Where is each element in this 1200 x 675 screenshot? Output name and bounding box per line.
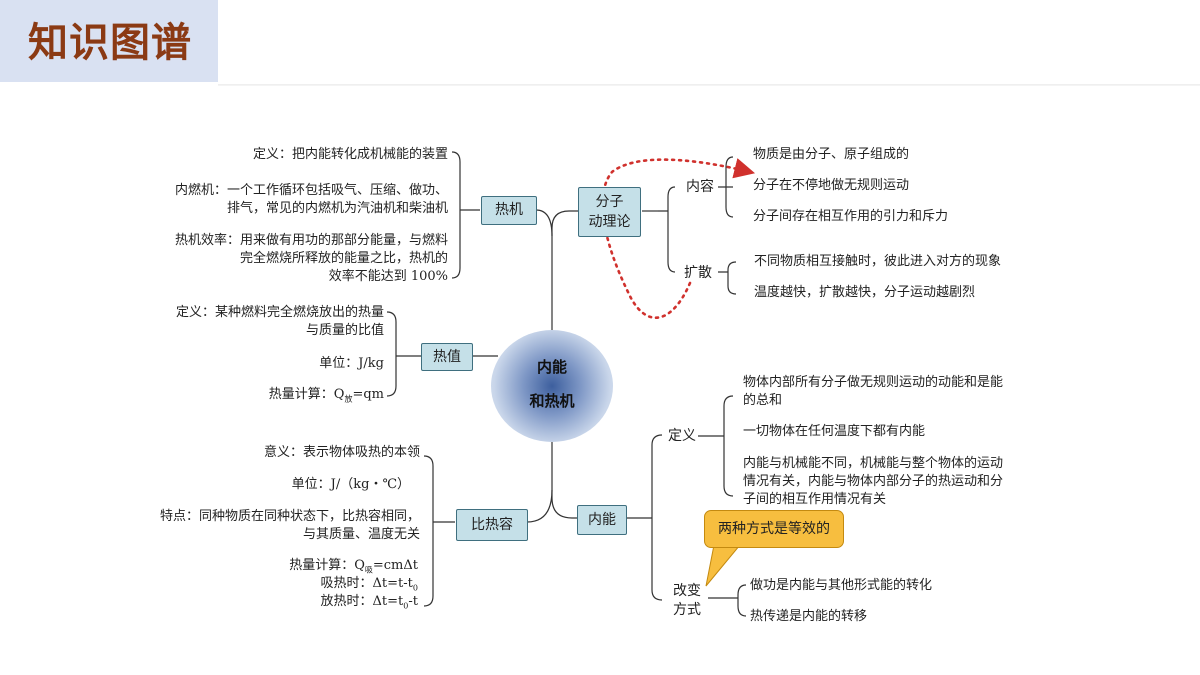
rezhi-unit: 单位：J/kg	[319, 356, 384, 371]
fenzi-content-item: 分子在不停地做无规则运动	[753, 178, 910, 193]
rejiji-efficiency-line3: 效率不能达到 100%	[328, 269, 448, 284]
brace-neirong	[718, 156, 734, 218]
dotted-arrow	[601, 158, 756, 320]
rejiji-engine-line1: 内燃机：一个工作循环包括吸气、压缩、做功、	[174, 183, 448, 198]
birerong-absorb: 吸热时：Δt=t-t0	[320, 576, 418, 593]
brace-fenzi	[658, 186, 676, 273]
birerong-feature-line2: 与其质量、温度无关	[302, 527, 420, 542]
rezhi-def-line1: 定义：某种燃料完全燃烧放出的热量	[175, 305, 384, 320]
node-neineng[interactable]: 内能	[577, 505, 627, 535]
neineng-def-b: 一切物体在任何温度下都有内能	[743, 424, 926, 439]
neineng-def-c-line3: 子间的相互作用情况有关	[743, 492, 887, 507]
header-divider	[218, 84, 1200, 86]
node-fenzi-line2: 动理论	[588, 214, 631, 230]
node-fenzi[interactable]: 分子 动理论	[578, 187, 641, 237]
page-title: 知识图谱	[28, 20, 192, 66]
rejiji-efficiency-line2: 完全燃烧所释放的能量之比，热机的	[239, 251, 448, 266]
neineng-def-a-line2: 的总和	[743, 393, 783, 408]
brace-dingyi	[698, 395, 734, 497]
brace-gaibian	[708, 584, 747, 617]
rejiji-efficiency-line1: 热机效率：用来做有用功的那部分能量，与燃料	[174, 233, 448, 248]
brace-neineng	[651, 434, 663, 601]
neineng-change-item: 做功是内能与其他形式能的转化	[750, 578, 933, 593]
link-rejiji	[535, 209, 553, 237]
birerong-feature-line1: 特点：同种物质在同种状态下，比热容相同，	[159, 509, 420, 524]
neineng-def-c-line1: 内能与机械能不同，机械能与整个物体的运动	[743, 456, 1004, 471]
rejiji-definition: 定义：把内能转化成机械能的装置	[252, 147, 448, 162]
neineng-change-line2: 方式	[673, 602, 701, 618]
birerong-release: 放热时：Δt=t0-t	[320, 594, 418, 611]
neineng-change-line1: 改变	[673, 583, 701, 599]
brace-birerong	[423, 455, 455, 607]
birerong-unit: 单位：J/（kg・℃）	[291, 477, 410, 492]
node-rejiji[interactable]: 热机	[481, 196, 537, 225]
birerong-meaning: 意义：表示物体吸热的本领	[263, 445, 420, 460]
rezhi-def-line2: 与质量的比值	[305, 323, 384, 338]
birerong-calc: 热量计算：Q吸=cmΔt	[289, 558, 418, 575]
fenzi-diffusion-item: 不同物质相互接触时，彼此进入对方的现象	[754, 254, 1002, 269]
central-node[interactable]: 内能 和热机	[491, 330, 613, 442]
spine-down	[551, 442, 577, 519]
fenzi-diffusion-item: 温度越快，扩散越快，分子运动越剧烈	[754, 285, 976, 300]
neineng-def-c-line2: 情况有关，内能与物体内部分子的热运动和分	[743, 474, 1004, 489]
rejiji-engine-line2: 排气，常见的内燃机为汽油机和柴油机	[226, 201, 448, 216]
link-birerong	[526, 489, 553, 523]
node-birerong[interactable]: 比热容	[456, 509, 528, 541]
fenzi-diffusion-label: 扩散	[684, 265, 712, 281]
fenzi-content-item: 分子间存在相互作用的引力和斥力	[753, 209, 949, 224]
neineng-def-label: 定义	[668, 428, 696, 444]
brace-rejiji	[451, 151, 480, 279]
fenzi-content-label: 内容	[686, 179, 714, 195]
node-fenzi-line1: 分子	[595, 194, 624, 210]
fenzi-content-item: 物质是由分子、原子组成的	[753, 147, 910, 162]
brace-kuosan	[718, 261, 737, 295]
central-node-line1: 内能	[536, 358, 567, 376]
neineng-change-item: 热传递是内能的转移	[750, 609, 868, 624]
spine-up	[551, 210, 578, 330]
neineng-def-a-line1: 物体内部所有分子做无规则运动的动能和是能	[743, 375, 1004, 390]
rezhi-calc: 热量计算：Q放=qm	[268, 387, 384, 404]
central-node-line2: 和热机	[529, 392, 575, 410]
node-rezhi[interactable]: 热值	[421, 343, 473, 371]
header-panel	[0, 0, 218, 82]
brace-rezhi	[386, 311, 498, 397]
callout-equivalent: 两种方式是等效的	[704, 510, 844, 548]
